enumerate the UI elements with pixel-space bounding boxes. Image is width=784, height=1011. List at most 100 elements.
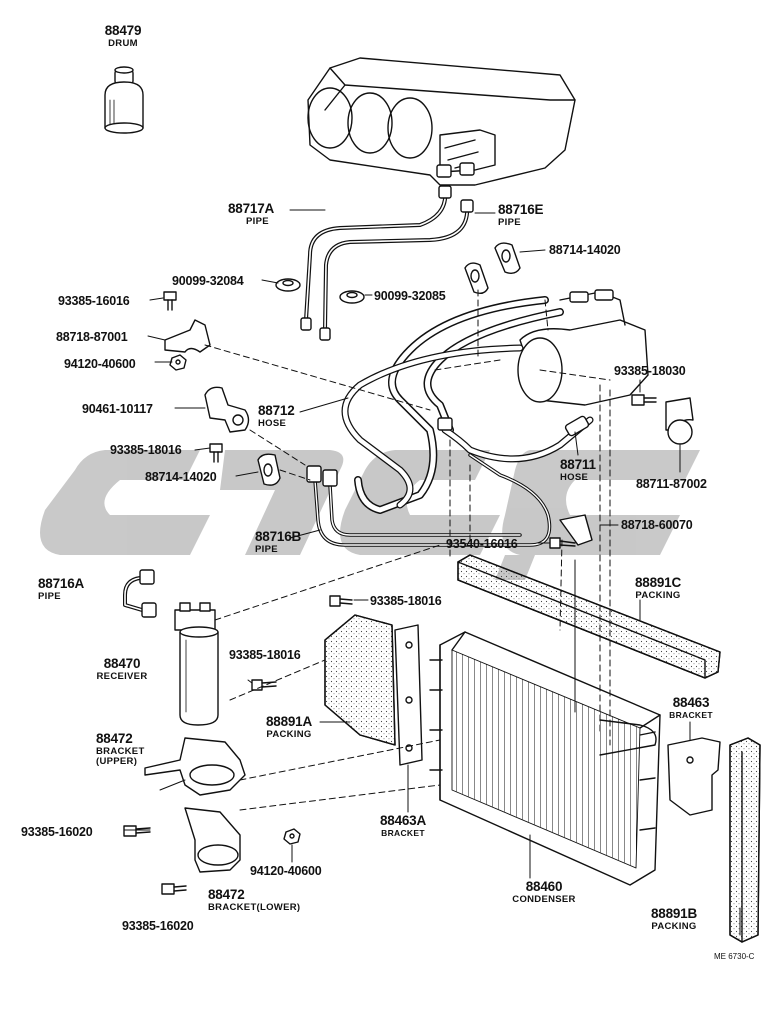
hose-88712: [341, 296, 564, 514]
label-88479: 88479 DRUM: [92, 24, 154, 48]
label-88463: 88463 BRACKET: [664, 696, 718, 719]
label-93385-18016-c: 93385-18016: [229, 648, 301, 662]
part-number: 88891B: [650, 906, 698, 921]
part-number: 88716E: [498, 202, 544, 217]
compressor-area: [517, 289, 649, 406]
part-name: PIPE: [498, 216, 521, 228]
part-number: 88712: [258, 403, 295, 418]
part-name: DRUM: [108, 37, 138, 49]
label-88714-14020-top: 88714-14020: [549, 243, 621, 257]
pipe-88717A: [300, 185, 474, 341]
label-88711-87002: 88711-87002: [636, 477, 707, 491]
bracket-90461-10117: [204, 386, 250, 433]
label-88463A: 88463A BRACKET: [372, 814, 434, 837]
receiver-88470: [174, 602, 219, 726]
bolt-93385-18016-b: [329, 595, 353, 607]
part-name: PACKING: [651, 920, 697, 932]
label-88891C: 88891C PACKING: [624, 576, 692, 600]
part-name: RECEIVER: [96, 670, 148, 682]
part-name: PIPE: [255, 543, 278, 555]
part-name: PACKING: [635, 589, 681, 601]
leader-lines: [123, 209, 741, 936]
reference-code: ME 6730-C: [714, 952, 755, 961]
label-94120-40600-bot: 94120-40600: [250, 864, 322, 878]
packing-88891C: [457, 554, 721, 679]
label-90461-10117: 90461-10117: [82, 402, 153, 416]
clamp-88718-87001: [164, 319, 211, 353]
bracket-88463A: [394, 624, 423, 766]
part-number: 88472: [96, 731, 133, 746]
bracket-88463: [667, 737, 721, 816]
part-name: BRACKET(LOWER): [208, 901, 301, 913]
part-number: 88463A: [379, 813, 427, 828]
label-88711: 88711 HOSE: [560, 458, 596, 482]
label-88472-upper: 88472 BRACKET (UPPER): [96, 732, 145, 767]
assembly-dashed-lines: [204, 289, 611, 811]
label-93385-18030: 93385-18030: [614, 364, 686, 378]
label-88460: 88460 CONDENSER: [502, 880, 586, 904]
hose-88711: [437, 415, 594, 463]
label-88718-60070: 88718-60070: [621, 518, 693, 532]
part-name: PIPE: [38, 590, 61, 602]
bolt-93385-18016-a: [209, 443, 223, 463]
label-88717A: 88717A PIPE: [228, 202, 274, 226]
bracket-88472-upper: [144, 737, 246, 796]
label-88891B: 88891B PACKING: [640, 907, 708, 931]
part-number: 88717A: [228, 201, 275, 216]
part-name: HOSE: [560, 471, 589, 483]
part-number: 88470: [103, 656, 141, 671]
packing-88891A: [324, 614, 396, 746]
label-88716E: 88716E PIPE: [498, 202, 544, 228]
part-name: BRACKET: [381, 827, 425, 838]
part-name-detail: (UPPER): [96, 756, 138, 767]
label-93385-16016: 93385-16016: [58, 294, 130, 308]
drum-88479: [104, 66, 144, 134]
part-name: HOSE: [258, 417, 287, 429]
nut-94120-40600-bot: [283, 828, 301, 845]
label-88472-lower: 88472 BRACKET(LOWER): [208, 888, 300, 912]
label-88470: 88470 RECEIVER: [84, 657, 160, 681]
packing-88891B: [729, 737, 761, 943]
part-number: 88479: [104, 23, 142, 38]
bolt-93385-16020-b: [161, 883, 187, 895]
label-93540-16016: 93540-16016: [446, 537, 518, 551]
part-number: 88891A: [265, 714, 313, 729]
label-88891A: 88891A PACKING: [254, 715, 324, 739]
pipe-88716A: [123, 569, 157, 618]
part-name: BRACKET: [669, 709, 713, 720]
label-90099-32085: 90099-32085: [374, 289, 446, 303]
part-name: PIPE: [246, 215, 269, 227]
label-94120-40600-top: 94120-40600: [64, 357, 136, 371]
label-93385-16020-b: 93385-16020: [122, 919, 194, 933]
label-88712: 88712 HOSE: [258, 404, 295, 428]
label-93385-18016-b: 93385-18016: [370, 594, 442, 608]
part-number: 88460: [525, 879, 563, 894]
cushion-88714-top: [464, 242, 521, 295]
part-name: BRACKET: [96, 745, 145, 757]
label-93385-16020-a: 93385-16020: [21, 825, 93, 839]
grommet-90099-32084: [275, 278, 301, 292]
label-90099-32084: 90099-32084: [172, 274, 244, 288]
bolt-93385-16016: [163, 291, 177, 311]
watermark-logo: [40, 450, 700, 580]
part-number: 88711: [560, 457, 596, 472]
label-88716B: 88716B PIPE: [255, 530, 301, 554]
cushion-88714-mid: [257, 453, 281, 486]
part-number: 88716B: [255, 529, 302, 544]
grommet-90099-32085: [339, 290, 365, 304]
part-number: 88891C: [634, 575, 682, 590]
bolt-93385-18030: [631, 394, 657, 406]
bracket-88472-lower: [184, 807, 241, 873]
label-88716A: 88716A PIPE: [38, 577, 84, 601]
part-number: 88463: [672, 695, 710, 710]
label-88718-87001: 88718-87001: [56, 330, 128, 344]
condenser-88460: [429, 631, 661, 886]
evaporator-unit: [307, 57, 576, 186]
pipe-88716B: [306, 453, 552, 547]
part-number: 88716A: [38, 576, 85, 591]
nut-94120-40600-top: [169, 354, 187, 371]
bolt-93385-16020-a: [123, 825, 151, 837]
clamp-88718-60070: [559, 514, 593, 546]
